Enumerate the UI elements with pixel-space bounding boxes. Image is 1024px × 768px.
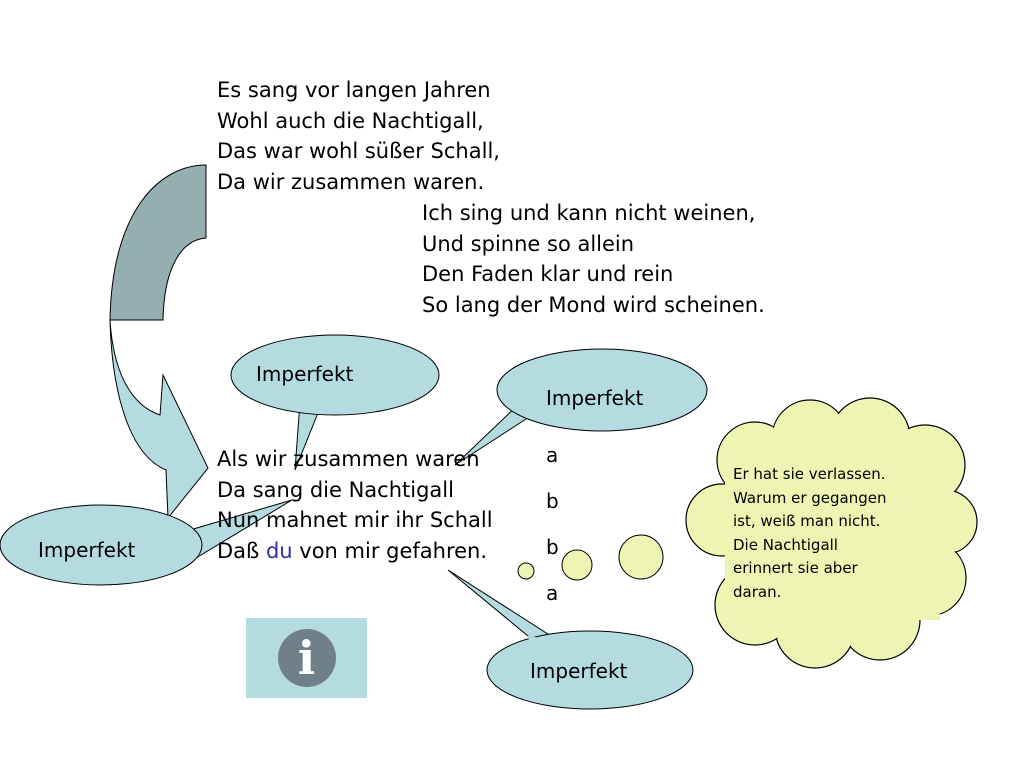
poem-line: Das war wohl süßer Schall,: [217, 139, 500, 163]
info-icon: i: [277, 629, 336, 687]
speech-bubble-left-label: Imperfekt: [38, 538, 136, 562]
highlighted-word: du: [265, 538, 293, 563]
poem-stanza-2: Ich sing und kann nicht weinen, Und spin…: [422, 198, 765, 320]
info-button[interactable]: i: [246, 618, 367, 698]
poem-stanza-3: Als wir zusammen waren Da sang die Nacht…: [217, 444, 493, 566]
cloud-line: Die Nachtigall: [733, 535, 838, 554]
speech-bubble-top-right-label: Imperfekt: [546, 386, 644, 410]
curved-arrow-lower: [109, 319, 209, 520]
rhyme-letter: b: [546, 489, 559, 513]
rhyme-letter: a: [546, 443, 559, 467]
poem-line-start: Daß: [217, 538, 266, 563]
poem-line: Nun mahnet mir ihr Schall: [217, 508, 493, 532]
cloud-line: Warum er gegangen: [733, 488, 887, 507]
thought-trail-circle: [517, 562, 535, 580]
thought-trail-circle: [561, 549, 593, 581]
speech-bubble-top-left-label: Imperfekt: [256, 362, 354, 386]
cloud-line: ist, weiß man nicht.: [733, 512, 881, 530]
poem-line: Den Faden klar und rein: [422, 262, 674, 286]
rhyme-letter: b: [546, 535, 559, 559]
thought-trail-circle: [618, 534, 664, 580]
poem-line: So lang der Mond wird scheinen.: [422, 292, 765, 317]
cloud-line: Er hat sie verlassen.: [733, 465, 886, 483]
speech-bubble-bottom-label: Imperfekt: [530, 659, 628, 683]
poem-stanza-1: Es sang vor langen Jahren Wohl auch die …: [217, 75, 500, 197]
curved-arrow-upper: [109, 164, 207, 321]
poem-line: Daß du von mir gefahren.: [217, 536, 493, 567]
poem-line: Da sang die Nachtigall: [217, 477, 454, 502]
poem-line: Ich sing und kann nicht weinen,: [422, 201, 756, 225]
rhyme-letter: a: [546, 581, 559, 605]
poem-line: Wohl auch die Nachtigall,: [217, 108, 484, 133]
thought-cloud-text: Er hat sie verlassen. Warum er gegangen …: [733, 463, 933, 604]
poem-line: Da wir zusammen waren.: [217, 169, 485, 194]
poem-line: Und spinne so allein: [422, 231, 635, 256]
poem-line: Es sang vor langen Jahren: [217, 78, 491, 102]
poem-line-end: von mir gefahren.: [292, 538, 488, 563]
rhyme-scheme: a b b a: [546, 432, 559, 616]
cloud-line: daran.: [733, 582, 782, 601]
poem-line: Als wir zusammen waren: [217, 447, 480, 471]
cloud-line: erinnert sie aber: [733, 559, 858, 577]
